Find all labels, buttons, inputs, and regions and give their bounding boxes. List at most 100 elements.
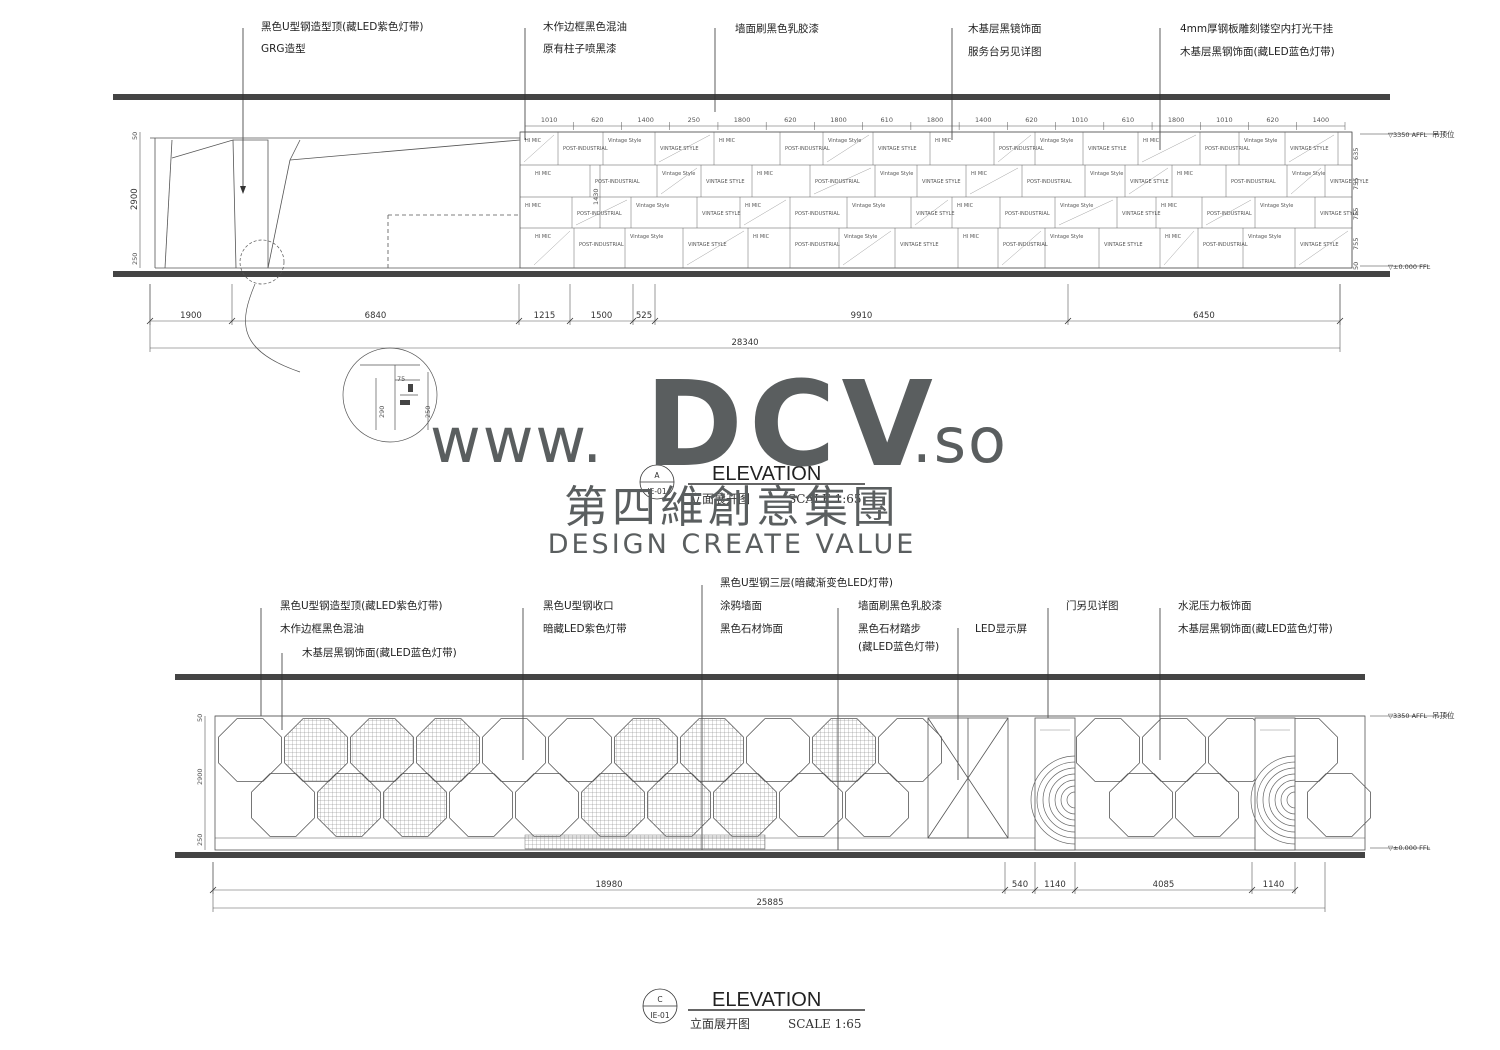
level-label: ▽3350 AFFL <box>1388 131 1428 139</box>
right-dimensions: 635 755 755 755 50 <box>1351 132 1360 270</box>
callout: 4mm厚钢板雕刻镂空内打光干挂 木基层黑钢饰面(藏LED蓝色灯带) <box>1159 22 1335 150</box>
dim-label: 1400 <box>637 116 654 124</box>
callout-line-2: 黑色石材踏步 <box>858 622 921 635</box>
panel-text: POST-INDUSTRIAL <box>815 179 860 185</box>
callout-line-2: GRG造型 <box>261 42 306 55</box>
panel-text: HI MIC <box>1177 171 1194 177</box>
callout-line-2: 原有柱子喷黑漆 <box>543 42 617 55</box>
elevation-c: 黑色U型钢造型顶(藏LED紫色灯带) 木作边框黑色混油 木基层黑钢饰面(藏LED… <box>175 576 1455 1031</box>
ceiling-slab <box>113 94 1390 100</box>
dim-label: 1500 <box>591 311 613 321</box>
callout-line-3: 黑色石材饰面 <box>720 622 783 635</box>
panel-text: HI MIC <box>963 234 980 240</box>
panel-text: Vintage Style <box>852 203 885 209</box>
total-dim-label: 25885 <box>756 898 783 908</box>
panel-text: HI MIC <box>757 171 774 177</box>
callout-line-1: 黑色U型钢三层(暗藏渐变色LED灯带) <box>720 576 893 589</box>
dim-label: 1400 <box>1313 116 1330 124</box>
dim-label: 1800 <box>1168 116 1185 124</box>
floor-slab <box>175 852 1365 858</box>
title-index: C <box>657 995 662 1004</box>
dcv-watermark: www. DCV .so 第四維創意集團 DESIGN CREATE VALUE <box>430 355 1006 560</box>
dim-label: 1400 <box>975 116 992 124</box>
door-panel-left <box>1030 717 1076 851</box>
dim-label: 50 <box>1352 262 1360 270</box>
panel-text: Vintage Style <box>1248 234 1281 240</box>
panel-text: Vintage Style <box>1050 234 1083 240</box>
panel-text: VINTAGE STYLE <box>1320 211 1358 217</box>
panel-text: VINTAGE STYLE <box>1130 179 1168 185</box>
callout: 黑色U型钢三层(暗藏渐变色LED灯带) 涂鸦墙面 黑色石材饰面 <box>701 576 893 850</box>
dim-label: 9910 <box>851 311 873 321</box>
dim-label: 610 <box>881 116 893 124</box>
callout-line-1: 黑色U型钢造型顶(藏LED紫色灯带) <box>261 20 423 33</box>
panel-text: HI MIC <box>525 203 542 209</box>
dim-label: 1430 <box>592 188 600 205</box>
panel-text: POST-INDUSTRIAL <box>999 146 1044 152</box>
panel-text: HI MIC <box>1161 203 1178 209</box>
panel-text: POST-INDUSTRIAL <box>795 211 840 217</box>
stone-step <box>524 834 766 850</box>
total-dimension: 25885 <box>212 862 1326 912</box>
panel-text: POST-INDUSTRIAL <box>1207 211 1252 217</box>
panel-text: POST-INDUSTRIAL <box>1027 179 1072 185</box>
dim-label: 2900 <box>130 188 140 210</box>
panel-text: VINTAGE STYLE <box>878 146 916 152</box>
callout-line-1: 黑色U型钢收口 <box>543 599 614 612</box>
callout-line-1: 4mm厚钢板雕刻镂空内打光干挂 <box>1180 22 1334 35</box>
dim-label: 635 <box>1352 148 1360 160</box>
dim-label: 6840 <box>365 311 387 321</box>
dim-label: 1800 <box>830 116 847 124</box>
panel-text: Vintage Style <box>636 203 669 209</box>
callout: 水泥压力板饰面 木基层黑钢饰面(藏LED蓝色灯带) <box>1159 599 1333 760</box>
dim-label: 610 <box>1122 116 1134 124</box>
panel-text: Vintage Style <box>828 138 861 144</box>
panel-text: HI MIC <box>535 171 552 177</box>
dim-label: 620 <box>591 116 603 124</box>
title-index: A <box>654 471 660 480</box>
callout-line-2: 暗藏LED紫色灯带 <box>543 622 627 635</box>
floor-slab <box>113 271 1390 277</box>
dim-label: 50 <box>196 714 204 722</box>
octagon-graffiti-pattern <box>215 715 1371 839</box>
panel-text: VINTAGE STYLE <box>688 242 726 248</box>
panel-text: HI MIC <box>753 234 770 240</box>
panel-text: VINTAGE STYLE <box>706 179 744 185</box>
dim-label: 1215 <box>534 311 556 321</box>
callout: 墙面刷黑色乳胶漆 <box>714 22 819 112</box>
callout-line-1: LED显示屏 <box>975 623 1027 635</box>
total-dimension: 28340 <box>149 284 1341 352</box>
title-name: ELEVATION <box>712 463 821 485</box>
panel-text: HI MIC <box>957 203 974 209</box>
dim-label: 525 <box>636 311 652 321</box>
callout-line-3: 木基层黑钢饰面(藏LED蓝色灯带) <box>302 646 457 659</box>
dim-label: 1800 <box>734 116 751 124</box>
dim-label: 250 <box>131 253 139 265</box>
led-screen <box>927 717 1009 839</box>
watermark-slogan: DESIGN CREATE VALUE <box>548 529 917 560</box>
callout: 黑色U型钢收口 暗藏LED紫色灯带 <box>522 599 627 760</box>
panel-text: Vintage Style <box>844 234 877 240</box>
panel-text: HI MIC <box>535 234 552 240</box>
dim-label: 1800 <box>927 116 944 124</box>
elevation-a: 黑色U型钢造型顶(藏LED紫色灯带) GRG造型 木作边框黑色混油 原有柱子喷黑… <box>113 20 1455 506</box>
level-label: ▽±0.000 FFL <box>1388 844 1431 852</box>
panel-text: HI MIC <box>745 203 762 209</box>
panel-text: Vintage Style <box>1260 203 1293 209</box>
panel-text: VINTAGE STYLE <box>1122 211 1160 217</box>
dim-label: 755 <box>1352 238 1360 250</box>
detail-dim: 75 <box>397 375 405 383</box>
dim-label: 755 <box>1352 208 1360 220</box>
watermark-www: www. <box>430 404 604 477</box>
callout-line-1: 木基层黑镜饰面 <box>968 22 1042 35</box>
callout-line-1: 水泥压力板饰面 <box>1178 599 1252 612</box>
dim-label: 1010 <box>541 116 558 124</box>
panel-text: POST-INDUSTRIAL <box>1231 179 1276 185</box>
panel-text: HI MIC <box>1143 138 1160 144</box>
dim-label: 1900 <box>180 311 202 321</box>
callout-line-1: 墙面刷黑色乳胶漆 <box>858 599 942 612</box>
title-name: ELEVATION <box>712 989 821 1011</box>
